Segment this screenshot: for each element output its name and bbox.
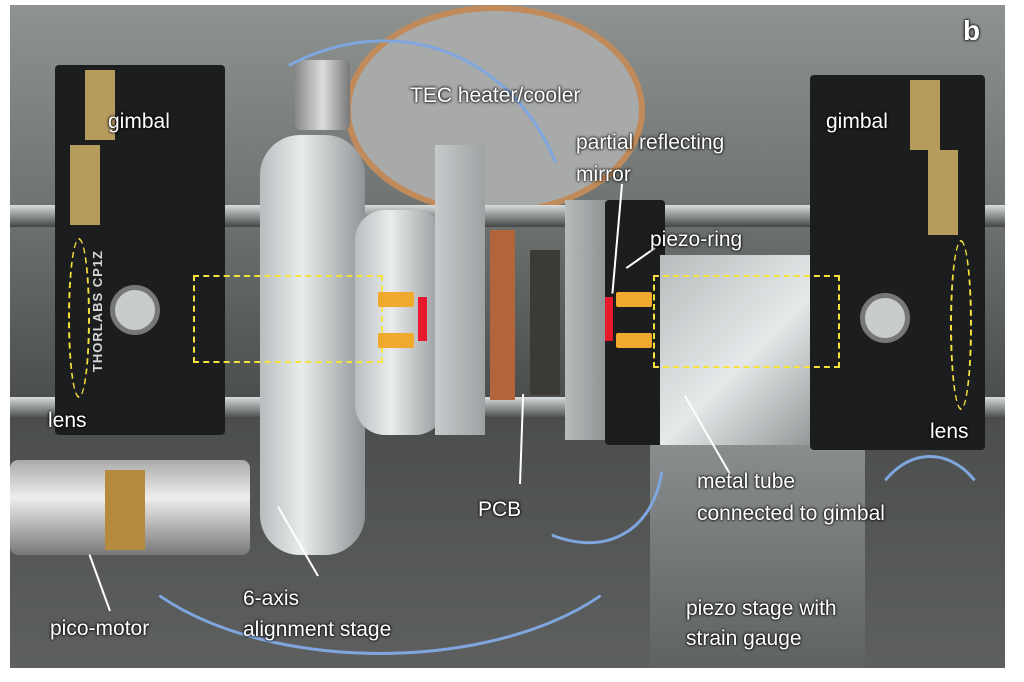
tec-element [490, 230, 515, 400]
knob [295, 60, 350, 130]
piezo-ring-pad [378, 292, 414, 307]
lens-ellipse-right [950, 240, 972, 410]
hex-screw [110, 285, 160, 335]
label-metal-tube-2: connected to gimbal [697, 502, 885, 525]
panel-label: b [963, 15, 981, 46]
label-gimbal-left: gimbal [108, 110, 170, 133]
highlight-box-right [653, 275, 840, 368]
pico-motor-collar [105, 470, 145, 550]
label-gimbal-right: gimbal [826, 110, 888, 133]
hex-screw [860, 293, 910, 343]
label-lens-right: lens [930, 420, 969, 443]
rail-rod [10, 205, 1005, 227]
highlight-box-left [193, 275, 383, 363]
label-stage-1: 6-axis [243, 587, 300, 610]
aluminum-plate [435, 145, 485, 435]
label-piezo-stage-2: strain gauge [686, 627, 802, 650]
label-piezo-stage-1: piezo stage with [686, 597, 837, 620]
stage-ring [355, 210, 445, 435]
label-metal-tube-1: metal tube [697, 470, 796, 493]
label-pico-motor: pico-motor [50, 617, 150, 640]
optical-fiber [860, 455, 1000, 655]
piezo-ring-pad [616, 292, 652, 307]
brass-adjuster [70, 145, 100, 225]
mirror-marker [418, 297, 427, 341]
label-tec: TEC heater/cooler [410, 84, 581, 107]
lens-ellipse-left [68, 238, 90, 398]
pcb-board [530, 250, 560, 395]
piezo-ring-pad [378, 333, 414, 348]
piezo-stage [650, 445, 865, 668]
label-mirror-1: partial reflecting [576, 131, 725, 154]
right-plate [565, 200, 610, 440]
label-pcb: PCB [478, 498, 522, 521]
alignment-stage [260, 135, 365, 555]
label-mirror-2: mirror [576, 163, 631, 186]
piezo-ring-pad [616, 333, 652, 348]
mirror-marker [605, 297, 613, 341]
brass-adjuster [910, 80, 940, 150]
label-lens-left: lens [48, 409, 87, 432]
brass-adjuster [85, 70, 115, 140]
label-piezo-ring: piezo-ring [650, 228, 743, 251]
mount-brand-text: THORLABS CP1Z [90, 250, 105, 373]
photo-optical-setup: THORLABS CP1Z gimbal gimbal TEC heater/c… [10, 5, 1005, 668]
arrow [88, 554, 111, 612]
brass-adjuster [928, 150, 958, 235]
label-stage-2: alignment stage [243, 618, 392, 641]
